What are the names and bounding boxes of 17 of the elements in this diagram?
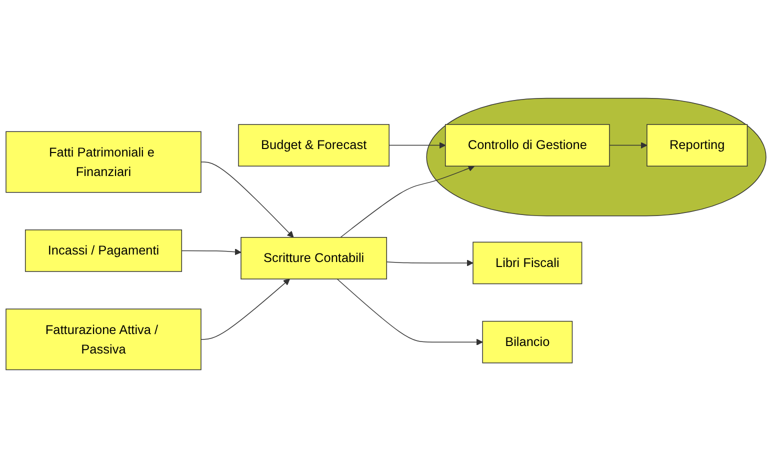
- arrow: [386, 260, 474, 266]
- node-box: Budget & Forecast: [238, 124, 390, 166]
- node-box: Scritture Contabili: [240, 237, 387, 280]
- arrow: [336, 278, 483, 346]
- arrow: [609, 142, 648, 149]
- node-box: Incassi / Pagamenti: [25, 230, 182, 272]
- node-box: Bilancio: [482, 320, 573, 364]
- node-box: Fatti Patrimoniali e Finanziari: [6, 131, 202, 193]
- node-box: Controllo di Gestione: [445, 124, 610, 166]
- arrow: [181, 248, 242, 256]
- node-box: Reporting: [646, 124, 748, 166]
- arrow: [388, 142, 446, 149]
- node-box: Fatturazione Attiva / Passiva: [6, 308, 202, 370]
- arrow: [200, 162, 294, 238]
- node-box: Libri Fiscali: [472, 242, 582, 284]
- arrow: [200, 278, 290, 340]
- arrow: [340, 165, 475, 238]
